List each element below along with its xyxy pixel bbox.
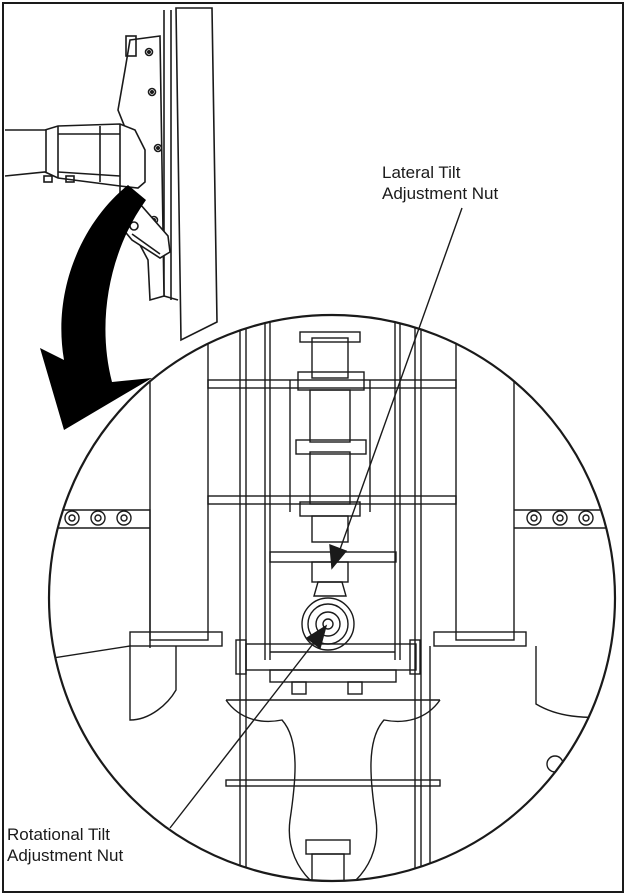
lateral-leader-arrowhead [329,543,348,570]
support-arm [4,123,146,189]
rotational-tilt-label-line2: Adjustment Nut [7,846,124,865]
leader-lines [169,207,463,829]
detail-circle-outline [47,313,617,883]
magnify-arrow [40,185,152,430]
rotational-tilt-label-line1: Rotational Tilt [7,825,110,844]
rotational-leader-line [169,639,317,829]
detail-circle [47,313,617,883]
lateral-tilt-label-line2: Adjustment Nut [382,184,499,203]
lateral-tilt-label-line1: Lateral Tilt [382,163,461,182]
lateral-leader-line [337,207,463,556]
mounting-panel [175,7,218,342]
rotational-leader-arrowhead [305,624,328,650]
rotational-tilt-label: Rotational Tilt Adjustment Nut [5,824,126,866]
lateral-tilt-label: Lateral Tilt Adjustment Nut [380,162,501,204]
arm-inset [4,7,218,342]
